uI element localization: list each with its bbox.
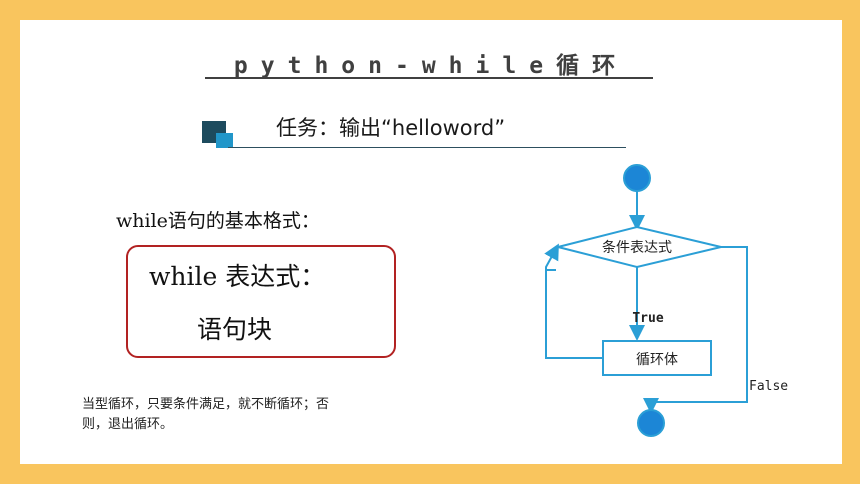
syntax-label: while语句的基本格式： xyxy=(116,210,320,232)
slide-canvas: python-while循环 任务：输出“helloword” while语句的… xyxy=(20,20,842,464)
false-arrow xyxy=(643,246,748,414)
loop-back-line xyxy=(545,269,603,359)
syntax-line-while: while 表达式： xyxy=(149,262,326,291)
title-underline xyxy=(205,77,653,79)
end-node xyxy=(637,409,665,437)
loop-back-arrow xyxy=(544,243,559,270)
while-flowchart: 条件表达式 True 循环体 False xyxy=(544,164,788,437)
loop-body-label: 循环体 xyxy=(636,352,678,368)
note-text: 当型循环，只要条件满足，就不断循环；否则，退出循环。 xyxy=(82,397,330,432)
syntax-box: while 表达式： 语句块 xyxy=(126,245,396,358)
true-label: True xyxy=(632,311,663,326)
loop-body-box xyxy=(602,340,712,376)
false-label: False xyxy=(749,379,788,394)
task-heading: 任务：输出“helloword” xyxy=(276,116,506,140)
condition-label: 条件表达式 xyxy=(602,239,672,256)
task-underline xyxy=(228,147,626,148)
task-square-accent-icon xyxy=(216,133,233,148)
start-node xyxy=(623,164,651,192)
slide-title: python-while循环 xyxy=(233,53,629,79)
syntax-line-body: 语句块 xyxy=(197,315,273,344)
